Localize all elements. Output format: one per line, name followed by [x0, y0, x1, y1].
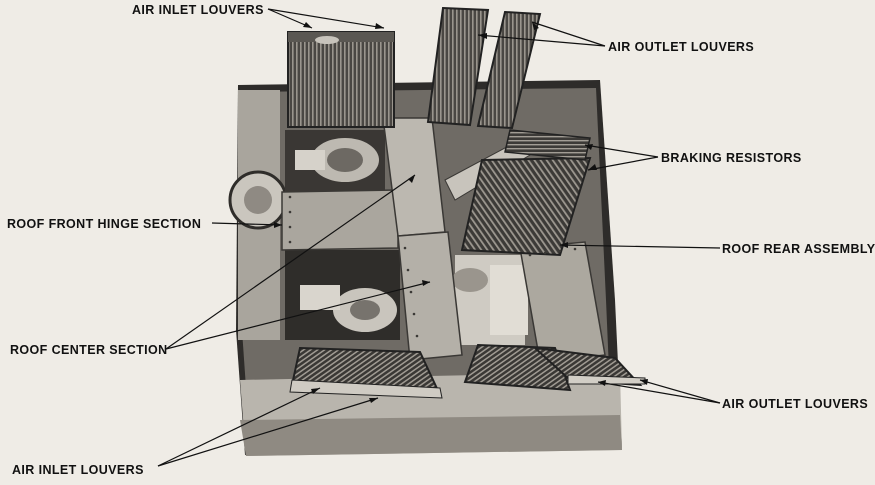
interior-equipment — [285, 130, 528, 345]
roof-rivets — [288, 195, 577, 338]
leader-arrowheads — [274, 22, 648, 403]
label-roof-front-hinge-section: ROOF FRONT HINGE SECTION — [7, 217, 202, 231]
label-air-outlet-louvers-bottom: AIR OUTLET LOUVERS — [722, 397, 869, 411]
label-roof-center-section: ROOF CENTER SECTION — [10, 343, 168, 357]
label-air-inlet-louvers-bottom: AIR INLET LOUVERS — [12, 463, 144, 477]
label-air-outlet-louvers-top: AIR OUTLET LOUVERS — [608, 40, 755, 54]
label-braking-resistors: BRAKING RESISTORS — [661, 151, 802, 165]
leader-lines — [157, 8, 721, 467]
label-air-inlet-louvers-top: AIR INLET LOUVERS — [132, 3, 264, 17]
louver-assemblies — [287, 6, 646, 399]
label-roof-rear-assembly: ROOF REAR ASSEMBLY — [722, 242, 875, 256]
